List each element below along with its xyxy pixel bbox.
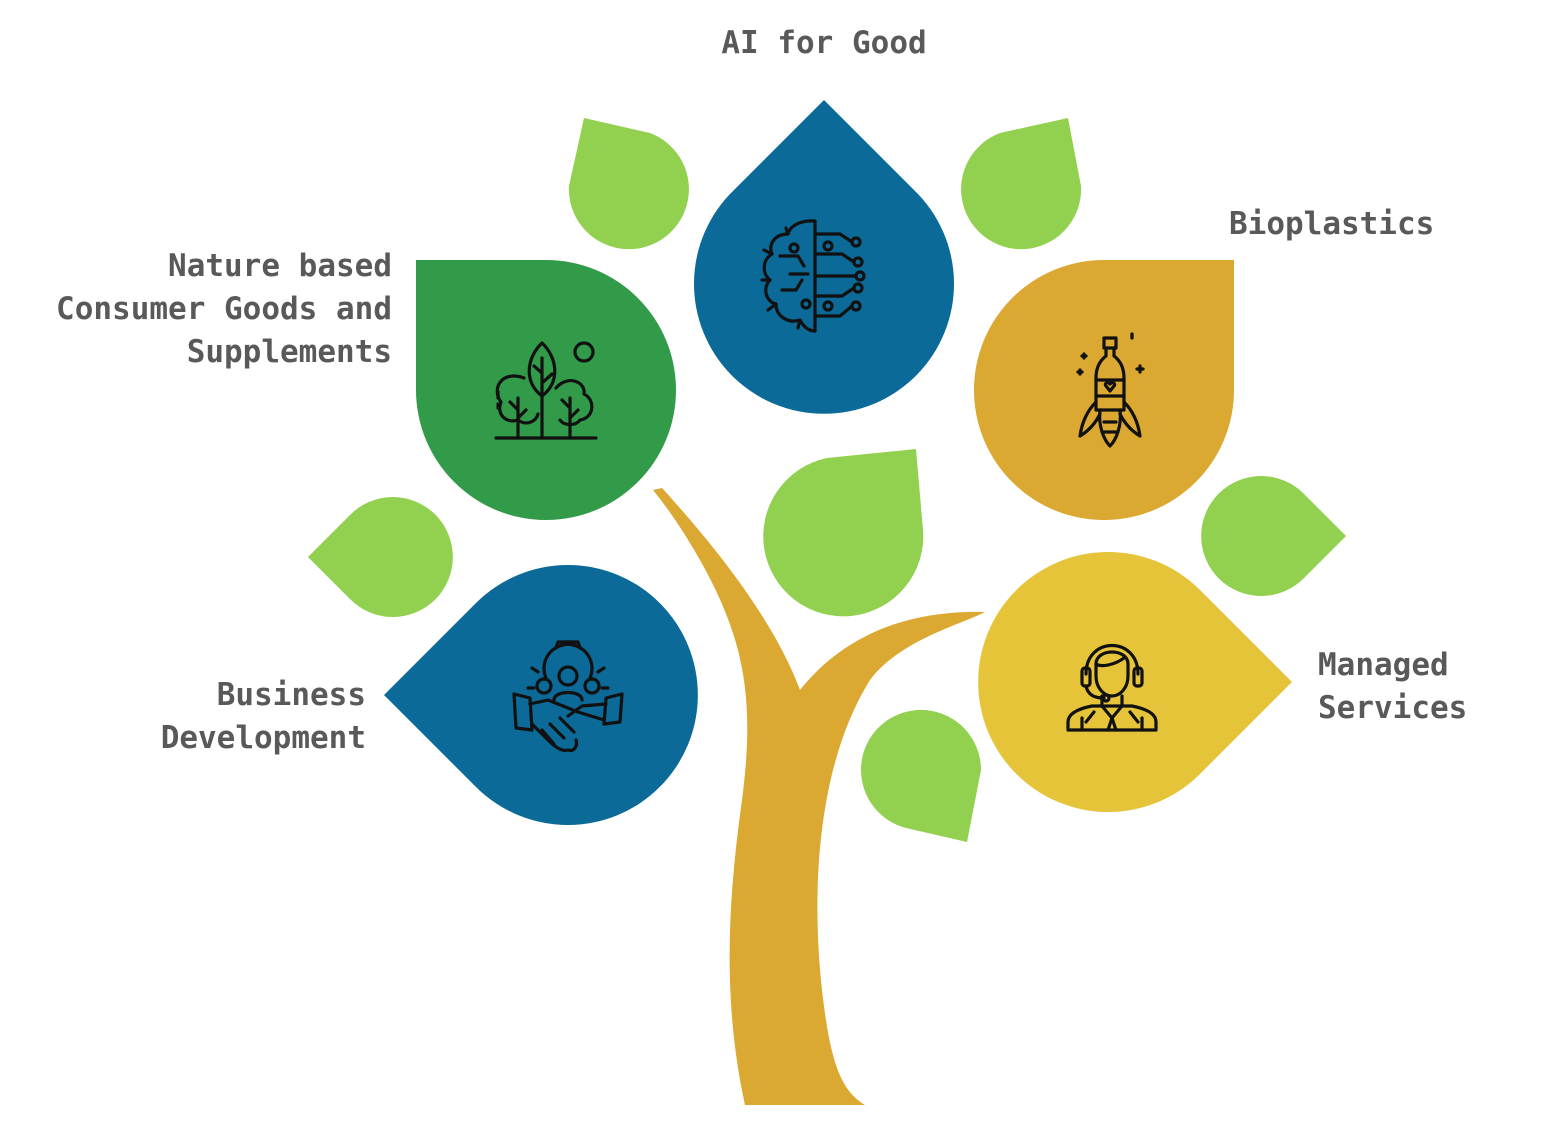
label-ai-for-good: AI for Good [721, 25, 927, 61]
center-leaf [763, 449, 924, 617]
tree-trunk [653, 488, 985, 1105]
ai-brain-circuit-icon [760, 219, 866, 333]
label-bioplastics: Bioplastics [1229, 206, 1435, 242]
drop-bioplastics [974, 260, 1234, 520]
drop-ai-for-good [694, 100, 954, 414]
drop-business-development [384, 565, 698, 826]
support-agent-headset-icon [1066, 643, 1158, 732]
handshake-team-icon [512, 640, 624, 752]
trees-icon [494, 341, 598, 440]
label-nature-based: Nature based Consumer Goods and Suppleme… [56, 248, 392, 370]
small-leaf-bottom-right [861, 709, 982, 842]
small-leaf-top-left [568, 118, 689, 250]
small-leaf-top-right [961, 118, 1082, 250]
small-leaf-left [308, 497, 453, 617]
small-leaf-right [1201, 476, 1346, 597]
bio-bottle-corn-icon [1076, 332, 1145, 448]
drop-nature-based [416, 260, 676, 520]
label-business-development: Business Development [160, 677, 366, 756]
label-managed-services: Managed Services [1318, 647, 1468, 726]
